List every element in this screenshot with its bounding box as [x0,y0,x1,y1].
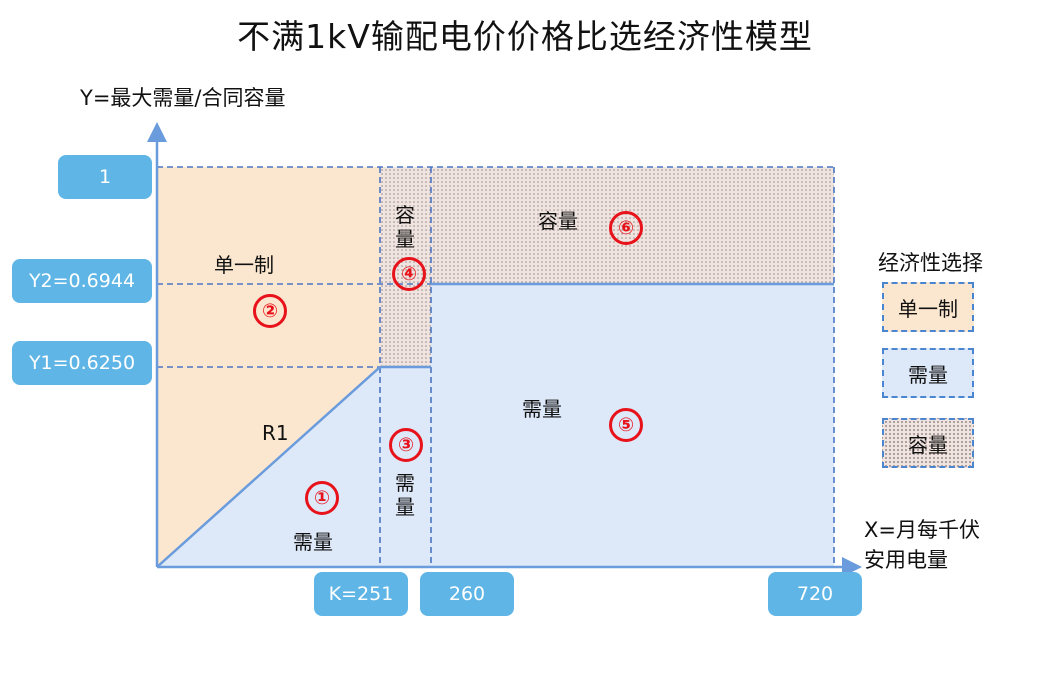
region-capacity-4-label: 容量 [395,203,415,251]
legend-capacity: 容量 [882,418,974,468]
y-axis-label: Y=最大需量/合同容量 [80,86,286,110]
legend-capacity-label: 容量 [908,432,948,457]
page-title: 不满1kV输配电价价格比选经济性模型 [237,17,813,56]
region-single-label: 单一制 [214,253,274,277]
region-capacity-6-label: 容量 [538,209,578,233]
x-tick-260: 260 [420,572,514,616]
y-tick-y2: Y2=0.6944 [12,259,152,303]
marker-2: ② [253,294,287,328]
legend-title: 经济性选择 [878,251,983,275]
solid-boundaries [156,282,834,568]
r1-label: R1 [262,421,289,445]
region-demand-3-label: 需量 [395,471,415,519]
legend-demand: 需量 [882,348,974,398]
region-demand-5-label: 需量 [522,397,562,421]
y-tick-y1: Y1=0.6250 [12,341,152,385]
x-tick-k: K=251 [314,572,408,616]
marker-3: ③ [389,428,423,462]
y-tick-1: 1 [58,155,152,199]
legend-single-label: 单一制 [898,296,958,321]
x-axis-label-line2: 安用电量 [864,548,948,572]
marker-1: ① [305,481,339,515]
marker-6: ⑥ [609,211,643,245]
marker-4: ④ [392,257,426,291]
x-axis-label-line1: X=月每千伏 [864,518,980,542]
x-tick-720: 720 [768,572,862,616]
legend-single: 单一制 [882,282,974,332]
legend-demand-label: 需量 [908,362,948,387]
marker-5: ⑤ [609,408,643,442]
region-demand-3 [380,367,431,567]
region-demand-1-label: 需量 [293,530,333,554]
